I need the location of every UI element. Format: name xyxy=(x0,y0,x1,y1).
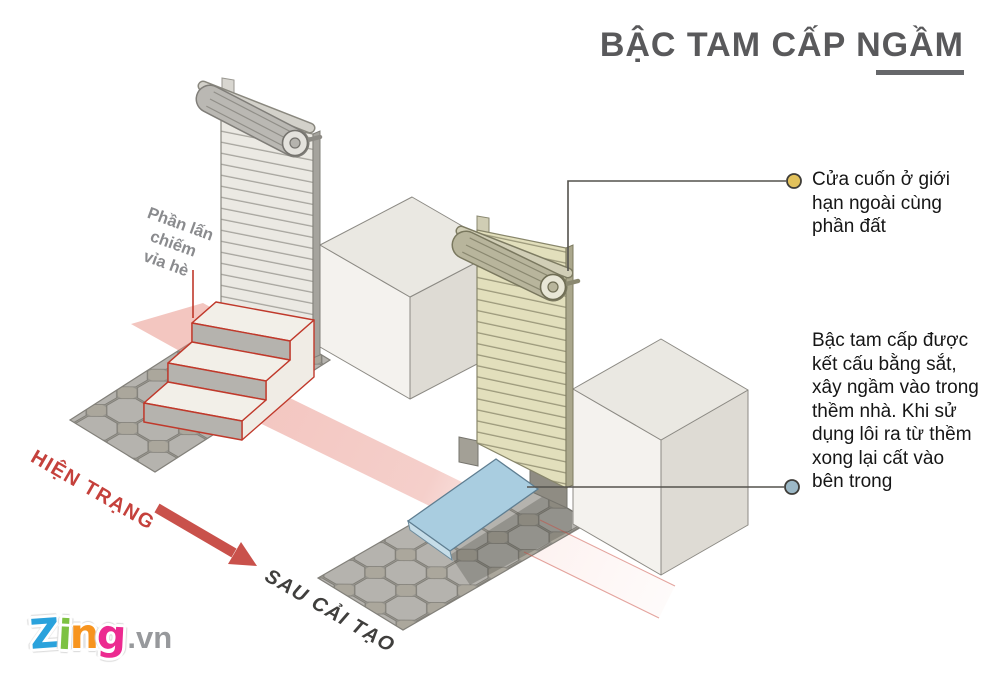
title-underline xyxy=(876,70,964,75)
logo-letter: n xyxy=(69,610,99,658)
sidewalk-shadow xyxy=(450,495,572,585)
annotation-roller-door: Cửa cuốn ở giới hạn ngoài cùng phần đất xyxy=(812,169,950,237)
logo-suffix: .vn xyxy=(127,620,173,655)
page-title: BẬC TAM CẤP NGẦM xyxy=(599,26,964,64)
scene-before xyxy=(68,77,675,618)
logo-letter: i xyxy=(56,610,71,660)
roller-cylinder-after xyxy=(451,225,581,302)
band-fade-lines xyxy=(523,519,676,619)
annotation-hidden-step: Bậc tam cấp được kết cấu bằng sắt, xây n… xyxy=(812,330,979,492)
hidden-step-ramp xyxy=(406,458,540,562)
logo-letter: g xyxy=(95,610,126,660)
step-riser xyxy=(143,402,243,441)
house-platform-before xyxy=(319,196,503,400)
roller-door-before xyxy=(195,77,323,359)
scene-after xyxy=(316,215,749,631)
steps-before xyxy=(143,301,315,441)
house-platform-after xyxy=(572,338,749,576)
logo-letter: Z xyxy=(28,609,60,659)
zing-logo[interactable]: Zing.vn xyxy=(28,609,173,660)
callout-dot-step xyxy=(784,479,800,495)
roller-cylinder-before xyxy=(195,80,323,158)
callout-roller-door xyxy=(567,173,802,271)
door-plinth xyxy=(458,436,568,509)
roller-door-after xyxy=(451,215,581,489)
callout-hidden-step xyxy=(527,479,800,495)
ramp-surface xyxy=(406,458,540,552)
callout-dot-roller xyxy=(786,173,802,189)
transform-arrow xyxy=(154,503,257,566)
